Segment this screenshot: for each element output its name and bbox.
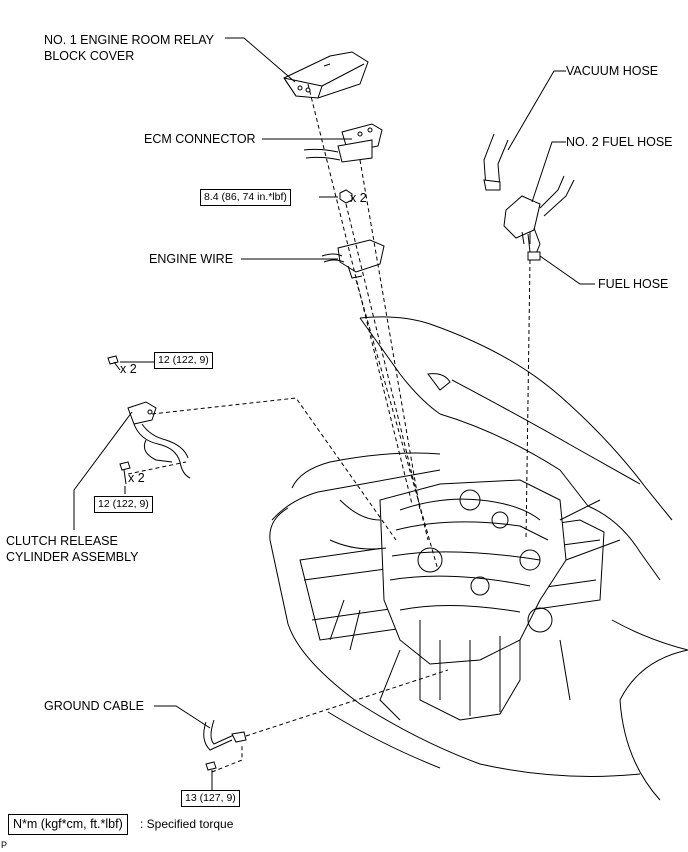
engine-wire-part (321, 239, 385, 279)
ground-cable-part (203, 719, 247, 751)
legend-unit-box: N*m (kgf*cm, ft.*lbf) (8, 814, 128, 835)
relay-block-cover (283, 51, 369, 99)
torque-clutch-lower: 12 (122, 9) (94, 496, 153, 513)
label-relay-cover-2: BLOCK COVER (44, 49, 135, 63)
label-vacuum-hose: VACUUM HOSE (566, 64, 659, 78)
torque-ground: 13 (127, 9) (181, 790, 240, 807)
clutch-bolt-upper (107, 355, 121, 371)
fuel-hose-assembly (483, 133, 575, 261)
clutch-bolt-lower (119, 461, 131, 485)
label-clutch-2: CYLINDER ASSEMBLY (6, 550, 139, 564)
legend-text: : Specified torque (140, 817, 234, 831)
qty-ecm-nut: x 2 (350, 191, 367, 205)
qty-clutch-lower: x 2 (128, 471, 145, 485)
label-no2-fuel-hose: NO. 2 FUEL HOSE (566, 135, 673, 149)
ecm-nut (339, 189, 353, 204)
corner-mark: P (1, 840, 8, 850)
torque-clutch-upper: 12 (122, 9) (154, 352, 213, 369)
qty-clutch-upper: x 2 (120, 362, 137, 376)
dashed-leaders (127, 83, 531, 773)
ground-bolt (205, 761, 217, 790)
torque-ecm-nut: 8.4 (86, 74 in.*lbf) (200, 189, 291, 206)
ecm-connector-part (303, 123, 383, 163)
label-clutch-1: CLUTCH RELEASE (6, 534, 118, 548)
engine-block (329, 479, 621, 721)
label-ecm-connector: ECM CONNECTOR (144, 132, 256, 146)
label-relay-cover-1: NO. 1 ENGINE ROOM RELAY (44, 33, 214, 47)
clutch-cylinder-part (127, 401, 191, 479)
label-fuel-hose: FUEL HOSE (598, 277, 669, 291)
label-engine-wire: ENGINE WIRE (149, 252, 234, 266)
label-ground-cable: GROUND CABLE (44, 699, 145, 713)
